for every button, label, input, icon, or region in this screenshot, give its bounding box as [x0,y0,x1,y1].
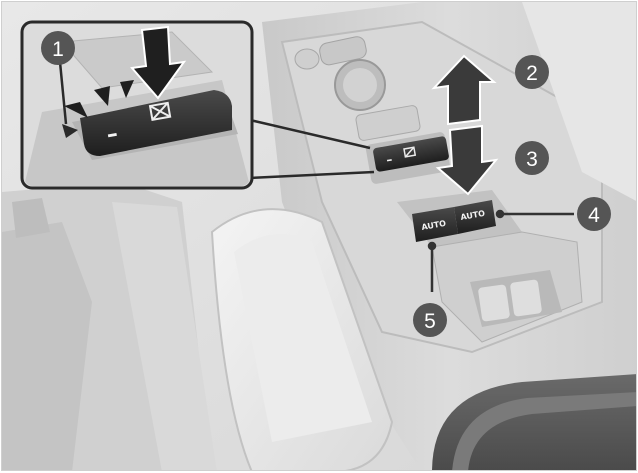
arrow-down-icon [435,124,499,196]
armrest-pad [432,374,636,470]
door-pocket [210,208,394,470]
window-switch-front-left-label: AUTO [421,219,447,232]
press-marks [64,80,134,118]
zoom-connector [249,118,375,180]
inset-lock-minus-label: – [105,121,120,148]
leader-lines [427,209,574,292]
callout-3-number: 3 [526,148,538,171]
callout-1: 1 [41,31,75,65]
callout-1-number: 1 [52,38,64,61]
inset-window-lock-icon [148,101,172,121]
callout-5: 5 [413,303,447,337]
window-lock-icon [403,146,417,158]
callout-5-number: 5 [424,310,436,333]
press-arrow-icon [130,25,187,100]
callout-1-leader [58,61,78,138]
callout-3: 3 [515,141,549,175]
lock-minus-label: – [385,152,393,167]
mirror-controls [294,36,386,111]
callout-2: 2 [515,55,549,89]
callout-4-number: 4 [588,204,600,227]
inset-window-lock-button[interactable]: – [80,90,232,156]
arrow-up-icon [431,54,497,126]
callout-4: 4 [577,197,611,231]
window-switch-front-right-label: AUTO [460,209,486,222]
door-interior-left [2,182,217,470]
window-switch-front-left[interactable]: AUTO [412,207,458,242]
window-switch-front-right[interactable]: AUTO [454,200,496,234]
window-lock-button[interactable]: – [372,136,449,172]
callout-2-number: 2 [526,62,538,85]
